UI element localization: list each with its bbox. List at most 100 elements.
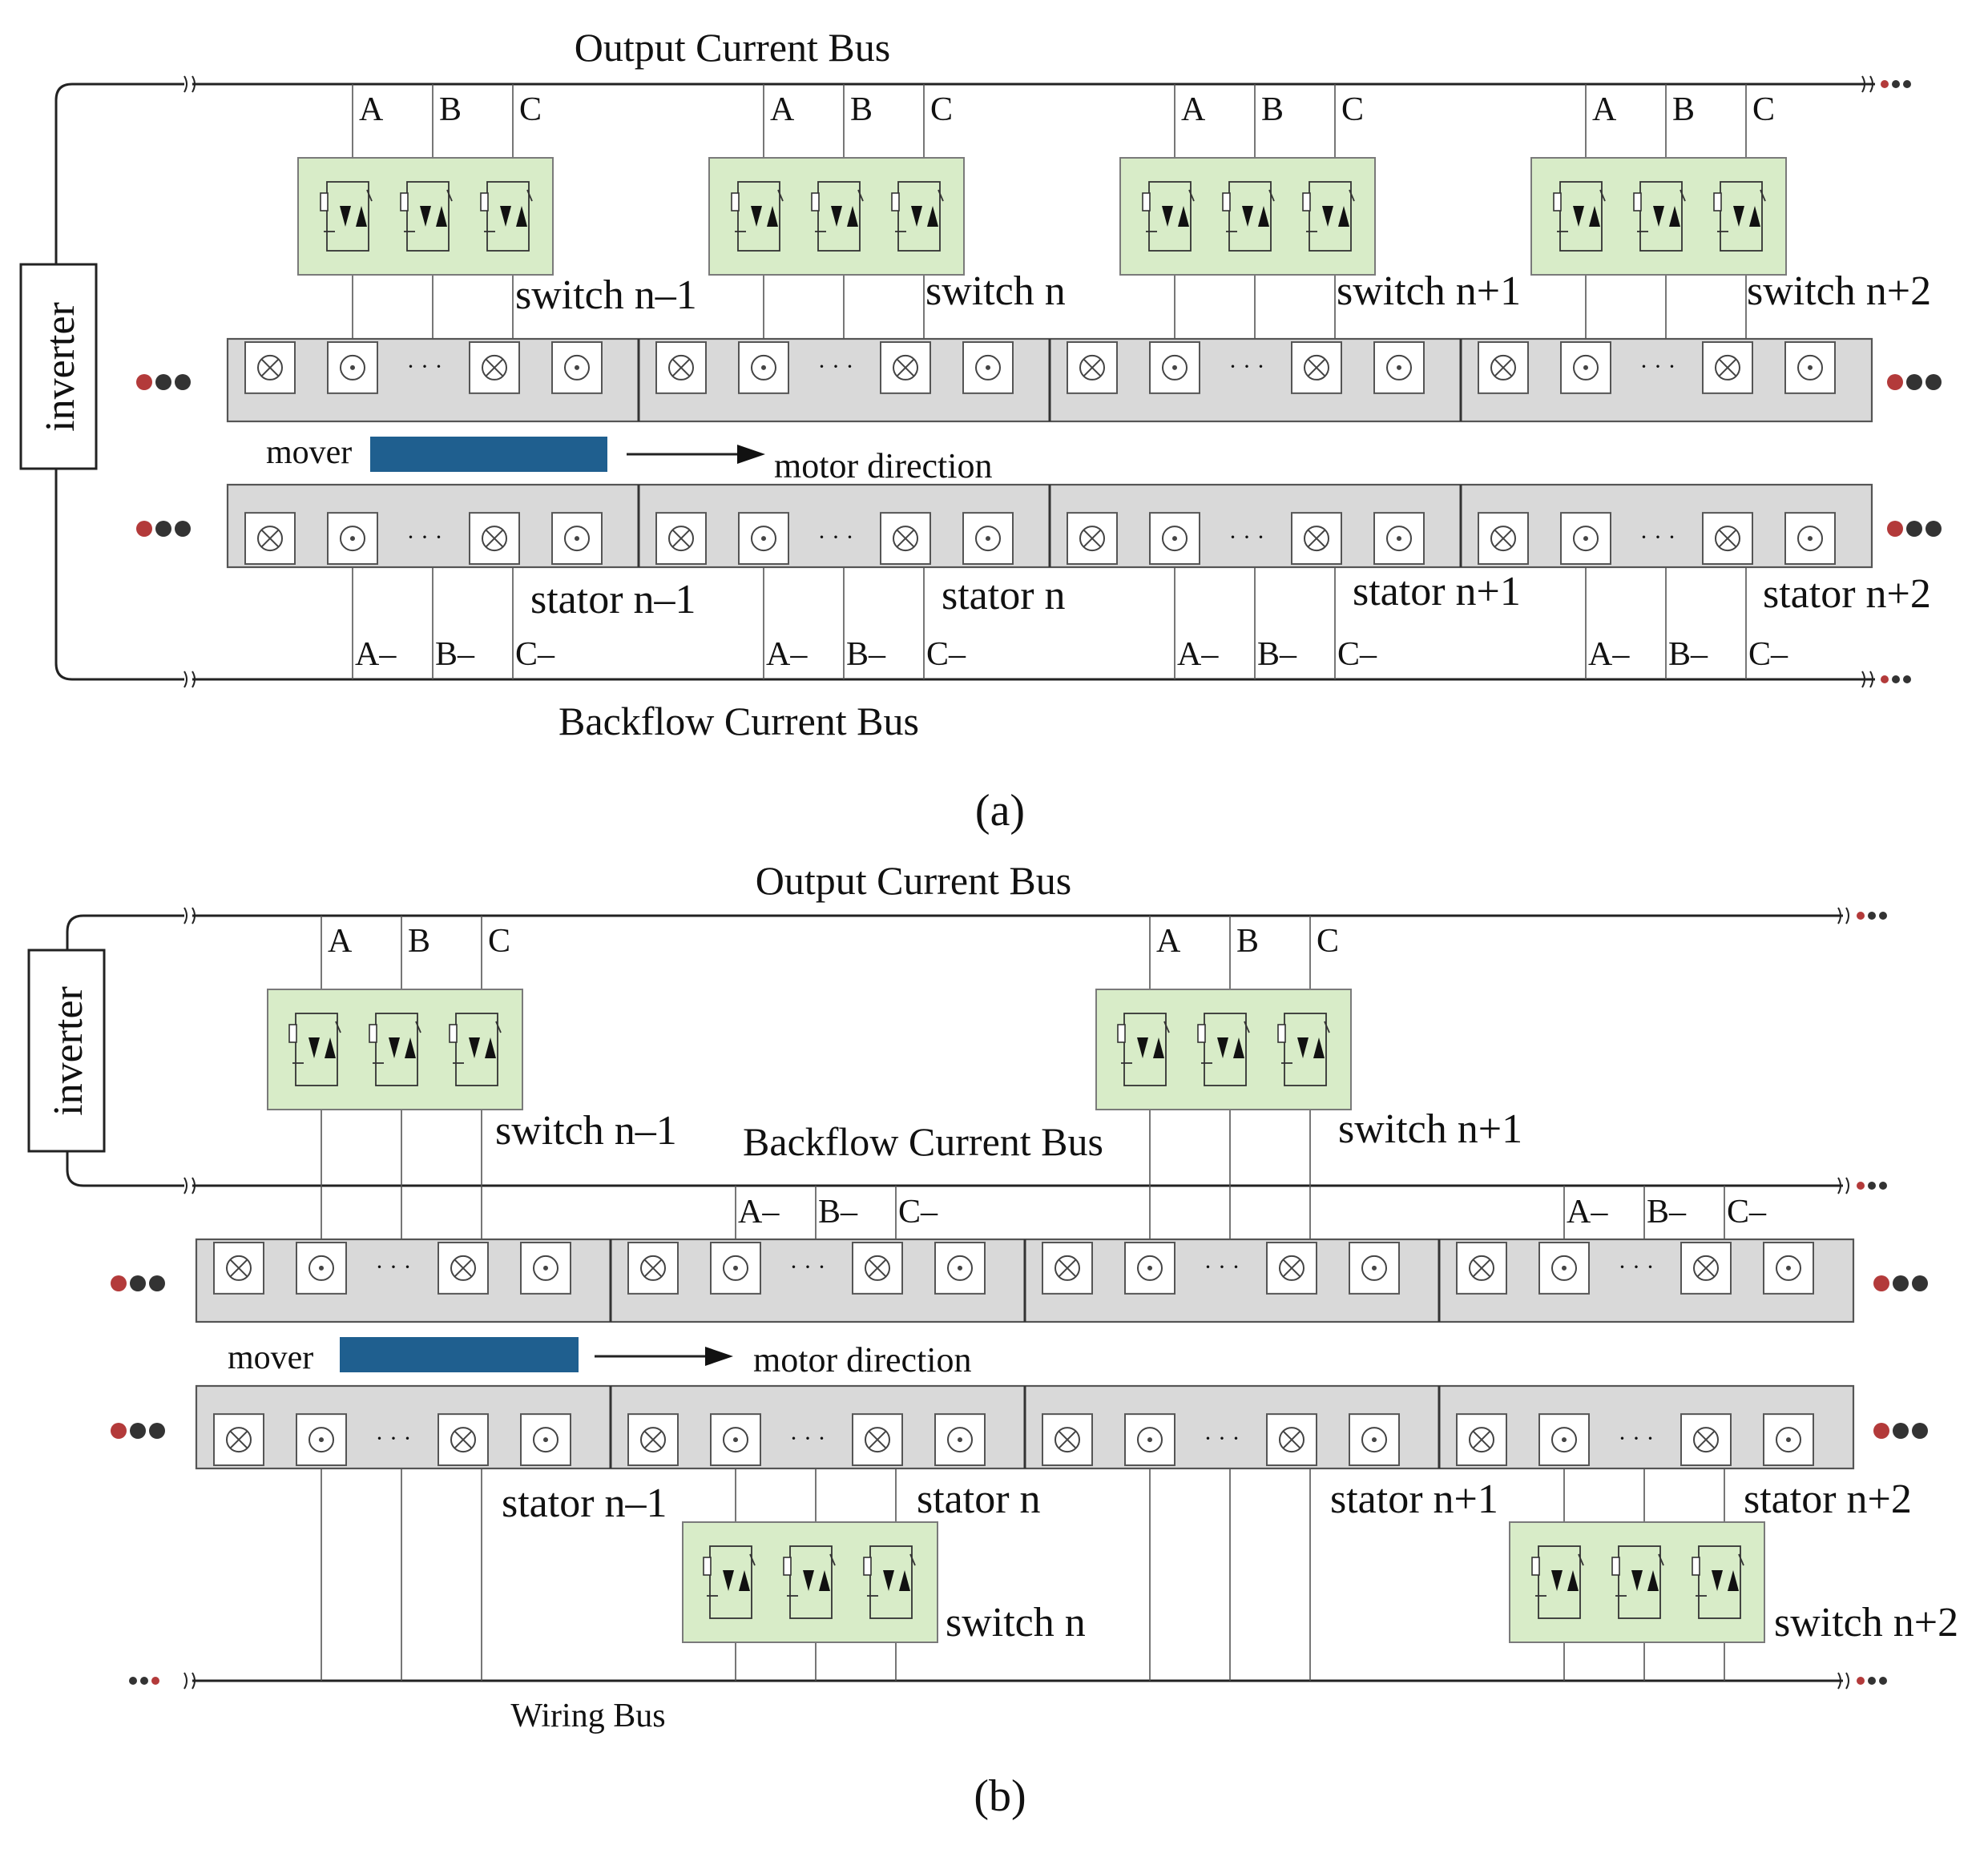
current-into-page-icon xyxy=(1469,1255,1494,1281)
switch-label: switch n+1 xyxy=(1338,1106,1522,1152)
igbt-diode-icon xyxy=(891,181,944,252)
phase-label: A xyxy=(1181,91,1206,128)
current-out-of-page-icon xyxy=(340,526,365,552)
cross-stroke xyxy=(454,1259,472,1277)
current-out-of-page-icon xyxy=(308,1427,334,1453)
switch-label: switch n xyxy=(946,1600,1086,1646)
phase-label: A xyxy=(328,923,353,960)
stator-slot xyxy=(1702,341,1753,394)
neg-phase-label: B– xyxy=(818,1194,858,1231)
igbt-diode-icon xyxy=(731,181,784,252)
cross-stroke xyxy=(1494,530,1512,547)
current-into-page-icon xyxy=(668,354,694,381)
switch-module xyxy=(1119,157,1376,276)
igbt-diode-icon xyxy=(863,1545,916,1619)
switch-module xyxy=(682,1521,938,1643)
stator-slot xyxy=(1266,1413,1317,1467)
wiring-bus-label: Wiring Bus xyxy=(510,1698,665,1734)
tail-stroke xyxy=(1188,189,1195,202)
inverter-label: inverter xyxy=(46,986,91,1116)
line-break-icon xyxy=(183,1672,196,1690)
current-out-of-page-icon xyxy=(947,1255,973,1281)
current-out-of-page-icon xyxy=(751,526,776,552)
current-out-of-page-icon xyxy=(1573,354,1599,381)
phase-label: C xyxy=(519,91,542,128)
tail-stroke xyxy=(1738,1553,1744,1566)
continuation-dot xyxy=(1881,675,1889,683)
tail-stroke xyxy=(909,1553,916,1566)
tail-stroke xyxy=(446,189,453,202)
cross-stroke xyxy=(672,359,690,377)
igbt-diode-icon xyxy=(1302,181,1355,252)
continuation-dot xyxy=(1893,1423,1909,1439)
continuation-dot xyxy=(1879,912,1887,920)
motor-direction-label: motor direction xyxy=(774,446,993,485)
cross-stroke xyxy=(1697,1259,1715,1277)
current-into-page-icon xyxy=(893,354,918,381)
cross-stroke xyxy=(261,530,279,547)
current-out-of-page-icon xyxy=(564,526,590,552)
cross-stroke xyxy=(1283,1259,1300,1277)
line-break-icon xyxy=(183,1177,196,1194)
phase-label: B xyxy=(1236,923,1259,960)
ellipsis-text: · · · xyxy=(1619,1254,1655,1280)
cross-stroke xyxy=(897,530,914,547)
panel-caption: (b) xyxy=(974,1771,1026,1821)
neg-phase-label: C– xyxy=(515,636,555,673)
stator-slot xyxy=(1456,1242,1507,1295)
stator-continuation-dots xyxy=(1887,374,1942,390)
stator-label: stator n xyxy=(917,1476,1041,1522)
ellipsis-text: · · · xyxy=(1229,524,1265,550)
switch-label: switch n–1 xyxy=(515,272,697,318)
continuation-dot xyxy=(136,374,152,390)
continuation-dot xyxy=(1857,1677,1865,1685)
continuation-dot xyxy=(1903,80,1911,88)
continuation-dot xyxy=(1912,1275,1928,1291)
neg-phase-label: C– xyxy=(1727,1194,1767,1231)
current-into-page-icon xyxy=(865,1255,890,1281)
continuation-dot xyxy=(1887,374,1903,390)
cross-stroke xyxy=(454,1431,472,1448)
neg-phase-label: B– xyxy=(1257,636,1297,673)
line-break-icon xyxy=(183,75,196,93)
cross-stroke xyxy=(230,1259,248,1277)
ellipsis-text: · · · xyxy=(1640,353,1676,380)
current-out-of-page-icon xyxy=(1361,1427,1387,1453)
inverter-return-wire xyxy=(66,1151,184,1187)
bus-continuation-dots xyxy=(1881,80,1911,88)
ellipsis-text: · · · xyxy=(818,524,854,550)
current-out-of-page-icon xyxy=(1551,1427,1577,1453)
switch-label: switch n+2 xyxy=(1774,1600,1958,1646)
continuation-dot xyxy=(175,521,191,537)
current-out-of-page-icon xyxy=(1573,526,1599,552)
current-out-of-page-icon xyxy=(723,1427,748,1453)
continuation-dot xyxy=(1879,1182,1887,1190)
igbt-diode-icon xyxy=(1197,1013,1250,1086)
cross-stroke xyxy=(644,1259,662,1277)
current-out-of-page-icon xyxy=(1797,526,1823,552)
current-out-of-page-icon xyxy=(340,354,365,381)
current-out-of-page-icon xyxy=(1797,354,1823,381)
phase-label: C xyxy=(1752,91,1775,128)
cross-stroke xyxy=(230,1431,248,1448)
ellipsis-text: · · · xyxy=(790,1254,826,1280)
stator-label: stator n+2 xyxy=(1763,571,1931,617)
stator-continuation-dots xyxy=(1873,1275,1928,1291)
current-into-page-icon xyxy=(1693,1427,1719,1453)
switch-label: switch n–1 xyxy=(495,1108,677,1154)
phase-label: A xyxy=(770,91,795,128)
upper-stator-row: · · ·· · ·· · ·· · · xyxy=(226,337,1873,423)
tail-stroke xyxy=(829,1553,836,1566)
ellipsis-text: · · · xyxy=(407,353,443,380)
stator-slot xyxy=(1042,1242,1093,1295)
phase-label: A xyxy=(359,91,384,128)
current-out-of-page-icon xyxy=(1162,354,1188,381)
neg-phase-label: C– xyxy=(926,636,966,673)
igbt-diode-icon xyxy=(449,1013,502,1086)
continuation-dot xyxy=(130,1423,146,1439)
continuation-dot xyxy=(136,521,152,537)
current-into-page-icon xyxy=(1279,1255,1304,1281)
bus-continuation-dots xyxy=(1857,1677,1887,1685)
current-into-page-icon xyxy=(640,1427,666,1453)
igbt-diode-icon xyxy=(1277,1013,1330,1086)
